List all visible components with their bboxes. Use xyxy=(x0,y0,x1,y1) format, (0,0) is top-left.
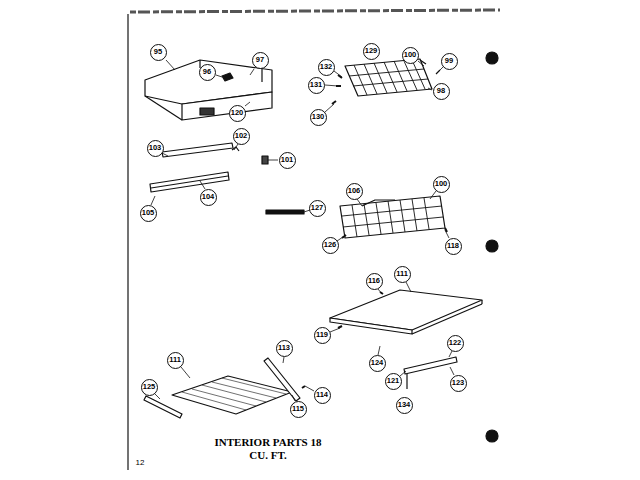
callout-number: 100 xyxy=(433,176,450,193)
callout-number: 122 xyxy=(447,335,464,352)
callout-number: 124 xyxy=(369,355,386,372)
callout-number: 134 xyxy=(396,397,413,414)
callout-number: 111 xyxy=(167,352,184,369)
callout-number: 106 xyxy=(346,183,363,200)
callout-number: 96 xyxy=(199,64,216,81)
callout-number: 99 xyxy=(441,53,458,70)
callout-number: 130 xyxy=(310,109,327,126)
callout-number: 97 xyxy=(252,52,269,69)
diagram-title: INTERIOR PARTS 18 CU. FT. xyxy=(214,436,322,462)
callout-number: 123 xyxy=(450,375,467,392)
callout-number: 111 xyxy=(394,266,411,283)
callout-number: 121 xyxy=(385,373,402,390)
callout-number: 98 xyxy=(433,83,450,100)
callout-number: 103 xyxy=(147,140,164,157)
callout-number: 132 xyxy=(318,59,335,76)
page-number: 12 xyxy=(136,458,145,467)
callout-number: 129 xyxy=(363,43,380,60)
callout-number: 119 xyxy=(314,327,331,344)
callout-number: 126 xyxy=(322,237,339,254)
callout-number: 114 xyxy=(314,387,331,404)
callout-number: 113 xyxy=(276,340,293,357)
callout-number: 131 xyxy=(308,77,325,94)
callout-number: 120 xyxy=(229,105,246,122)
callout-number: 118 xyxy=(445,238,462,255)
callout-number: 100 xyxy=(402,47,419,64)
callout-number: 105 xyxy=(140,205,157,222)
callout-number: 115 xyxy=(290,401,307,418)
callout-number: 101 xyxy=(279,152,296,169)
callout-number: 116 xyxy=(366,273,383,290)
callout-number: 125 xyxy=(141,379,158,396)
callout-number: 104 xyxy=(200,189,217,206)
callout-number: 127 xyxy=(309,200,326,217)
callout-number: 102 xyxy=(233,128,250,145)
callout-number: 95 xyxy=(150,44,167,61)
